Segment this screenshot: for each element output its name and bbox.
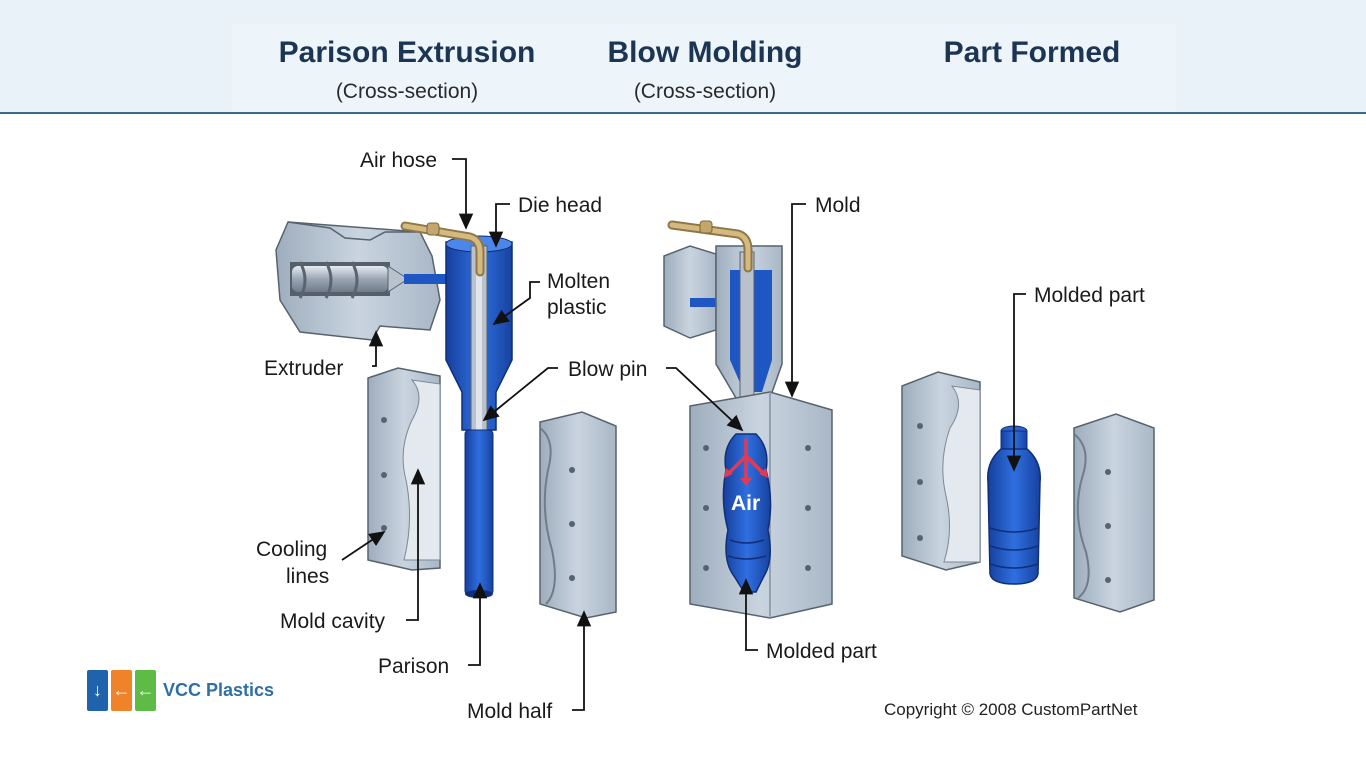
leader-blow-pin-1	[482, 367, 558, 422]
mold-half-right-panel1	[539, 411, 617, 619]
leader-molded-part-right	[1006, 293, 1026, 472]
label-mold: Mold	[815, 194, 861, 217]
leader-mold-cavity	[406, 468, 426, 621]
extruder-screw	[292, 261, 409, 299]
logo-down-arrow-icon: ↓	[87, 670, 108, 711]
mold-half-left-panel3	[901, 371, 981, 571]
label-cooling-lines-line1: Cooling	[256, 538, 327, 561]
label-parison: Parison	[378, 655, 449, 678]
column-title-parison-extrusion: Parison Extrusion	[278, 36, 536, 69]
label-die-head: Die head	[518, 194, 602, 217]
logo-left-arrow-icon: ←	[111, 670, 132, 711]
logo-left-arrow-icon-2: ←	[135, 670, 156, 711]
column-title-part-formed: Part Formed	[943, 36, 1121, 69]
leader-parison	[468, 582, 488, 666]
label-air: Air	[731, 492, 760, 515]
leader-molten-plastic	[492, 281, 540, 326]
label-cooling-lines-line2: lines	[286, 565, 329, 588]
leader-die-head	[488, 203, 510, 248]
leader-mold-half	[572, 610, 592, 711]
leader-extruder	[368, 330, 384, 367]
extruder	[275, 221, 450, 341]
vcc-plastics-logo: ↓ ← ← VCC Plastics	[87, 670, 307, 714]
label-molded-part-right: Molded part	[1034, 284, 1145, 307]
air-hose	[400, 221, 485, 277]
column-subtitle-blow-molding: (Cross-section)	[633, 80, 777, 103]
leader-air-hose	[452, 158, 474, 230]
air-hose-center	[667, 220, 753, 273]
column-title-blow-molding: Blow Molding	[607, 36, 803, 69]
die-head	[445, 235, 513, 437]
header-panel	[232, 24, 1176, 112]
column-subtitle-parison-extrusion: (Cross-section)	[335, 80, 479, 103]
label-mold-half: Mold half	[467, 700, 552, 723]
mold-half-left-panel1	[367, 367, 441, 571]
label-molded-part-center: Molded part	[766, 640, 877, 663]
leader-mold	[784, 203, 806, 398]
label-extruder: Extruder	[264, 357, 343, 380]
mold-half-right-panel3	[1073, 413, 1155, 613]
leader-lines	[341, 158, 1026, 711]
label-molten-plastic-line2: plastic	[547, 296, 607, 319]
logo-text: VCC Plastics	[163, 680, 275, 700]
label-blow-pin: Blow pin	[568, 358, 647, 381]
parison	[464, 429, 494, 598]
label-mold-cavity: Mold cavity	[280, 610, 386, 633]
copyright-notice: Copyright © 2008 CustomPartNet	[884, 700, 1138, 719]
label-molten-plastic-line1: Molten	[547, 270, 610, 293]
leader-molded-part-center	[738, 578, 758, 651]
leader-cooling-lines	[341, 531, 386, 561]
die-head-center	[715, 245, 783, 423]
leader-blow-pin-2	[666, 367, 744, 432]
label-air-hose: Air hose	[360, 149, 437, 172]
blown-parison	[722, 433, 772, 593]
air-arrows	[728, 438, 764, 480]
